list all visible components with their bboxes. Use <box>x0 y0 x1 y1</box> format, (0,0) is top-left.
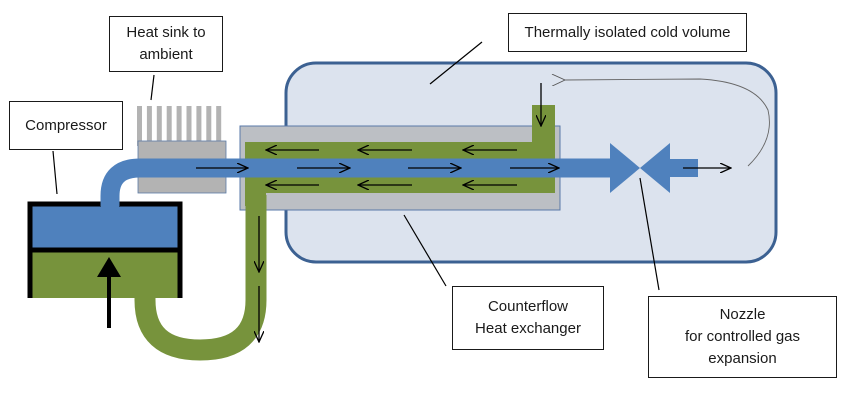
leader-heat-exchanger <box>403 214 447 287</box>
label-nozzle-line1: Nozzle <box>719 306 766 323</box>
heat-sink-fin <box>156 106 162 146</box>
label-heat-sink-line2: ambient <box>139 46 193 63</box>
return-pipe <box>134 195 267 361</box>
heat-sink-fin <box>186 106 192 146</box>
nozzle-right-cone <box>640 143 670 193</box>
heat-sink-fins <box>137 106 222 146</box>
leader-nozzle <box>639 177 660 291</box>
heat-sink-fin <box>196 106 202 146</box>
label-cold-volume: Thermally isolated cold volume <box>508 13 747 52</box>
compressor-high-chamber <box>30 204 180 250</box>
heat-sink-fin <box>216 106 222 146</box>
hot-gas-pipe <box>100 158 618 206</box>
return-jacket <box>245 105 555 206</box>
label-nozzle: Nozzle for controlled gas expansion <box>648 296 837 378</box>
heat-sink-fin <box>176 106 182 146</box>
label-nozzle-line3: expansion <box>708 350 777 367</box>
label-cold-volume-text: Thermally isolated cold volume <box>524 23 731 41</box>
flow-arrows <box>196 83 731 342</box>
recirculation-arrow <box>565 79 770 167</box>
heat-sink-fin <box>137 106 142 146</box>
leader-compressor <box>52 150 58 195</box>
label-compressor-text: Compressor <box>25 116 107 134</box>
leader-lines <box>52 41 660 291</box>
heat-sink <box>137 106 227 194</box>
nozzle-left-cone <box>610 143 640 193</box>
heat-sink-fin <box>206 106 212 146</box>
label-heat-exchanger-line1: Counterflow <box>487 298 569 315</box>
compressor-outlet-gap <box>101 200 119 208</box>
label-heat-sink-line1: Heat sink to <box>126 24 206 41</box>
label-heat-exchanger: Counterflow Heat exchanger <box>452 286 604 350</box>
label-nozzle-line2: for controlled gas <box>684 328 801 345</box>
compressor <box>27 201 183 328</box>
leader-heat-sink <box>150 74 155 101</box>
heat-sink-fin <box>146 106 152 146</box>
piston-arrow-icon <box>97 257 121 277</box>
heat-sink-fin <box>166 106 172 146</box>
label-compressor: Compressor <box>9 101 123 150</box>
label-heat-sink: Heat sink to ambient <box>109 16 223 72</box>
label-heat-exchanger-line2: Heat exchanger <box>475 320 581 337</box>
leader-cold-volume <box>429 41 483 85</box>
